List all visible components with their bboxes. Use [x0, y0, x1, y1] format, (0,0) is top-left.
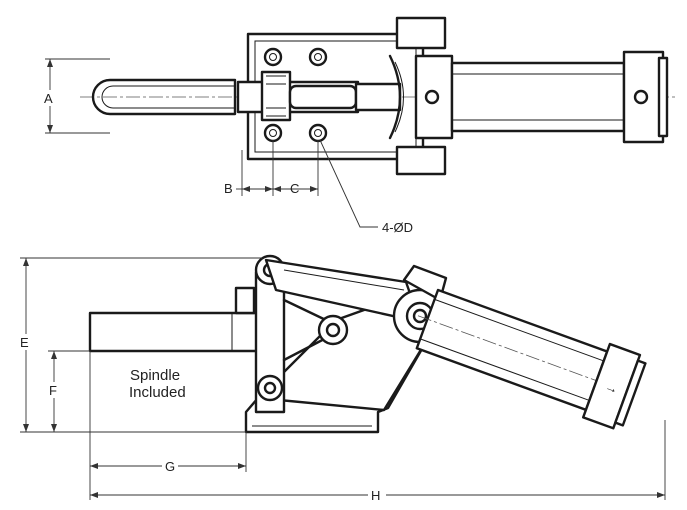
svg-text:↓: ↓ [602, 384, 618, 395]
dim-label-b: B [224, 181, 233, 196]
dim-label-h: H [371, 488, 380, 503]
dim-label-c: C [290, 181, 299, 196]
dim-label-e: E [20, 335, 29, 350]
dim-label-a: A [44, 91, 53, 106]
spindle-note-line2: Included [129, 384, 186, 401]
dim-label-g: G [165, 459, 175, 474]
dim-label-f: F [49, 383, 57, 398]
side-view: ↓ E F G H Spindle Included [17, 254, 666, 503]
dim-label-d: 4-ØD [382, 220, 413, 235]
top-view: A B C 4-ØD [41, 16, 675, 235]
spindle-note-line1: Spindle [130, 367, 180, 384]
